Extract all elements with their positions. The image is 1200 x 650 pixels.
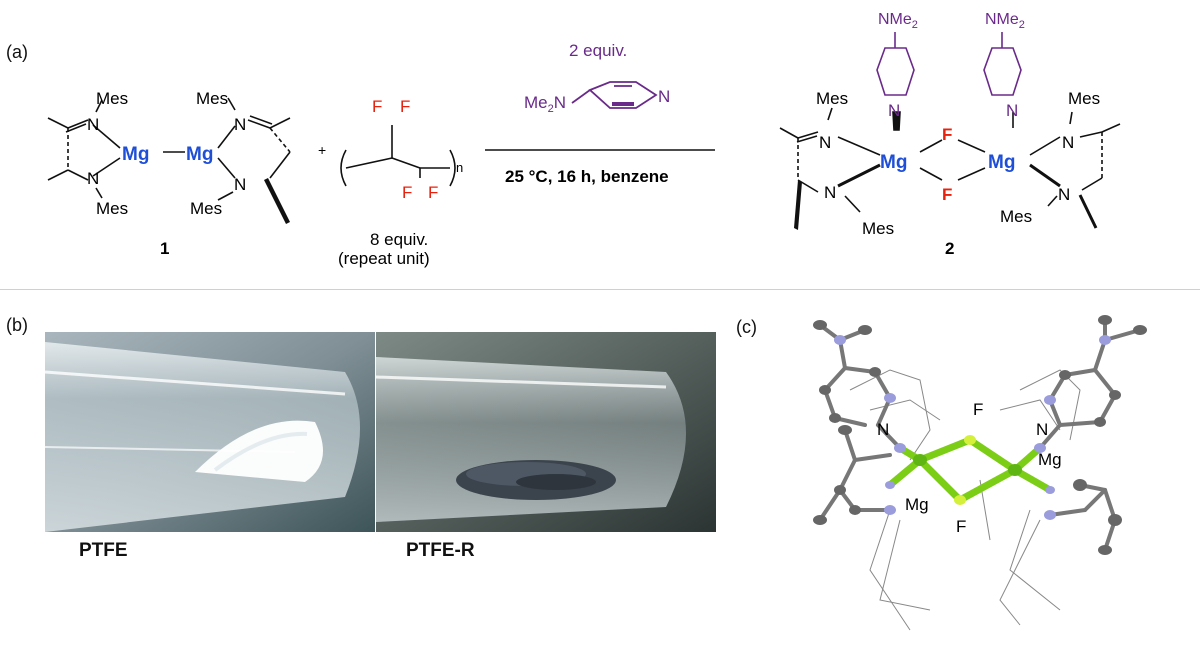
ptfe-f-3: F — [402, 183, 412, 202]
ptfe-f-4: F — [428, 183, 438, 202]
reaction-scheme: Mes Mes Mes Mes N N N N Mg Mg 1 + F F F … — [47, 11, 1121, 268]
additive-me2n: Me2N — [524, 93, 566, 115]
ptfe-repeat-unit: (repeat unit) — [338, 249, 430, 268]
product-n-4: N — [1058, 185, 1070, 204]
crystal-structure: N N F F Mg Mg — [813, 315, 1147, 631]
product-dmap-n-right: N — [1006, 101, 1018, 120]
ptfe-photo-label: PTFE — [45, 532, 180, 566]
additive-equiv: 2 equiv. — [569, 41, 627, 60]
structure-n-right: N — [1036, 420, 1048, 439]
r1-n-4: N — [234, 175, 246, 194]
structure-f-bottom: F — [956, 517, 966, 536]
additive-n-ring: N — [658, 87, 670, 106]
product-n-3: N — [1062, 133, 1074, 152]
product-mes-1: Mes — [816, 89, 848, 108]
product-f-bottom: F — [942, 185, 952, 204]
r1-n-1: N — [87, 115, 99, 134]
product-nme2-left: NMe2 — [878, 11, 918, 31]
r1-mg-2: Mg — [186, 144, 213, 165]
plus-sign: + — [318, 142, 326, 158]
ptfe-f-2: F — [400, 97, 410, 116]
product-mes-4: Mes — [1000, 207, 1032, 226]
panel-label-b: (b) — [6, 315, 28, 335]
mes-bottom-right: Mes — [190, 199, 222, 218]
structure-mg-left: Mg — [905, 495, 929, 514]
mes-top-right: Mes — [196, 89, 228, 108]
panel-label-c: (c) — [736, 317, 757, 337]
section-divider — [0, 289, 1200, 290]
structure-n-left: N — [877, 420, 889, 439]
ptfe-equiv: 8 equiv. — [370, 230, 428, 249]
product-mes-2: Mes — [862, 219, 894, 238]
mes-bottom-left: Mes — [96, 199, 128, 218]
product-mes-3: Mes — [1068, 89, 1100, 108]
structure-mg-right: Mg — [1038, 450, 1062, 469]
mes-top-left: Mes — [96, 89, 128, 108]
product-n-1: N — [819, 133, 831, 152]
r1-n-3: N — [234, 115, 246, 134]
reaction-conditions: 25 °C, 16 h, benzene — [505, 167, 669, 186]
product-n-2: N — [824, 183, 836, 202]
ptfe-photo — [45, 332, 375, 532]
product-f-top: F — [942, 125, 952, 144]
compound-1-label: 1 — [160, 239, 169, 258]
product-mg-right: Mg — [988, 152, 1015, 173]
ptfe-r-photo — [376, 332, 716, 532]
panel-label-a: (a) — [6, 42, 28, 62]
ptfe-r-photo-label: PTFE-R — [376, 532, 516, 566]
product-nme2-right: NMe2 — [985, 11, 1025, 31]
compound-2-label: 2 — [945, 239, 954, 258]
product-dmap-n-left: N — [888, 101, 900, 120]
r1-n-2: N — [87, 169, 99, 188]
r1-mg-1: Mg — [122, 144, 149, 165]
ptfe-f-1: F — [372, 97, 382, 116]
product-mg-left: Mg — [880, 152, 907, 173]
structure-f-top: F — [973, 400, 983, 419]
ptfe-n: n — [456, 160, 463, 175]
